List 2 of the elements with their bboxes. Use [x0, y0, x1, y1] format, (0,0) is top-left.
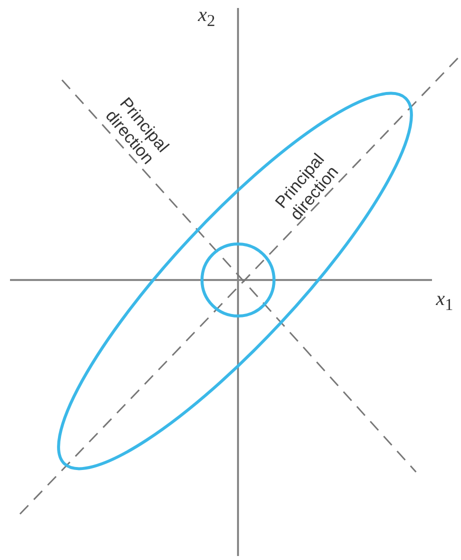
axis-label: x$_{1}$	[436, 290, 454, 314]
axis-label: x$_{2}$	[198, 6, 216, 30]
